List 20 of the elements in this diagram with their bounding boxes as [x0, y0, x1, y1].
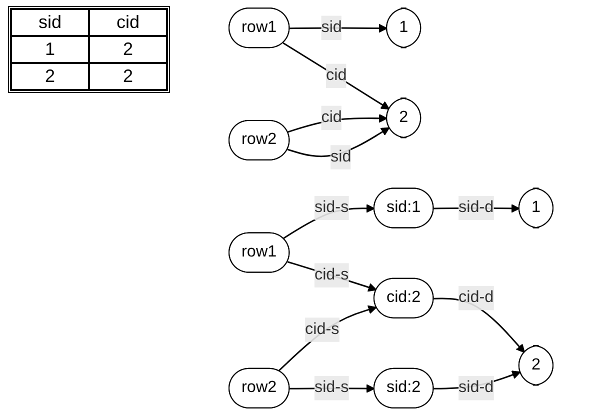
- table-cell: 2: [89, 36, 167, 63]
- edge-label: sid-d: [458, 198, 494, 216]
- edge-label: cid-s: [305, 320, 340, 338]
- arrow: [287, 261, 377, 292]
- edge-label: sid: [321, 18, 342, 36]
- table-cell: 2: [11, 63, 89, 90]
- edge-label: cid: [326, 66, 347, 84]
- table-header-cell: sid: [11, 9, 89, 36]
- edge-label: sid-s: [314, 379, 349, 396]
- edge-label: cid: [321, 108, 342, 126]
- edge-label: cid-s: [314, 266, 349, 284]
- edge-label: sid-d: [458, 379, 494, 396]
- arrow: [282, 42, 390, 110]
- table-cell: 2: [89, 63, 167, 90]
- edge-label: cid-d: [458, 288, 494, 306]
- arrow: [278, 305, 377, 372]
- edge-label: sid: [330, 148, 352, 166]
- edge-label: sid-s: [314, 198, 349, 216]
- table-header-cell: cid: [89, 9, 167, 36]
- table-cell: 1: [11, 36, 89, 63]
